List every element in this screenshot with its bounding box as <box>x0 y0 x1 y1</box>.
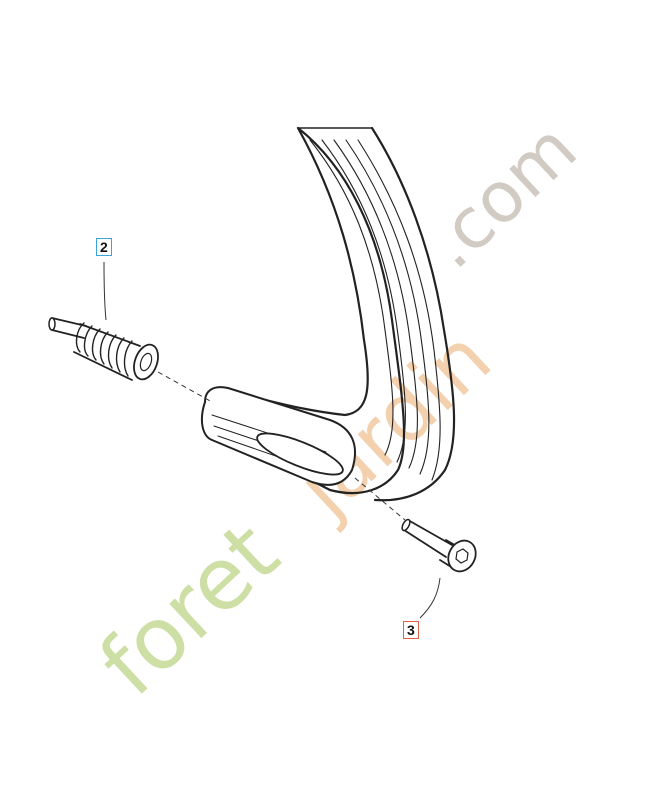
spring-assembly-line <box>157 371 213 403</box>
callout-2: 2 <box>96 238 112 256</box>
leader-line-2 <box>103 261 107 321</box>
watermark-foret: foret <box>81 504 298 716</box>
leader-lines <box>103 261 441 619</box>
callout-3: 3 <box>403 621 419 639</box>
watermark-dotcom: .com <box>411 107 593 284</box>
handle-bar-icon <box>200 126 456 502</box>
screw-icon <box>401 518 477 573</box>
watermark: foret jardin .com <box>81 107 592 715</box>
assembly-lines <box>157 371 406 521</box>
screw-assembly-line <box>354 477 406 521</box>
spring-icon <box>48 317 159 381</box>
leader-line-3 <box>419 577 441 619</box>
